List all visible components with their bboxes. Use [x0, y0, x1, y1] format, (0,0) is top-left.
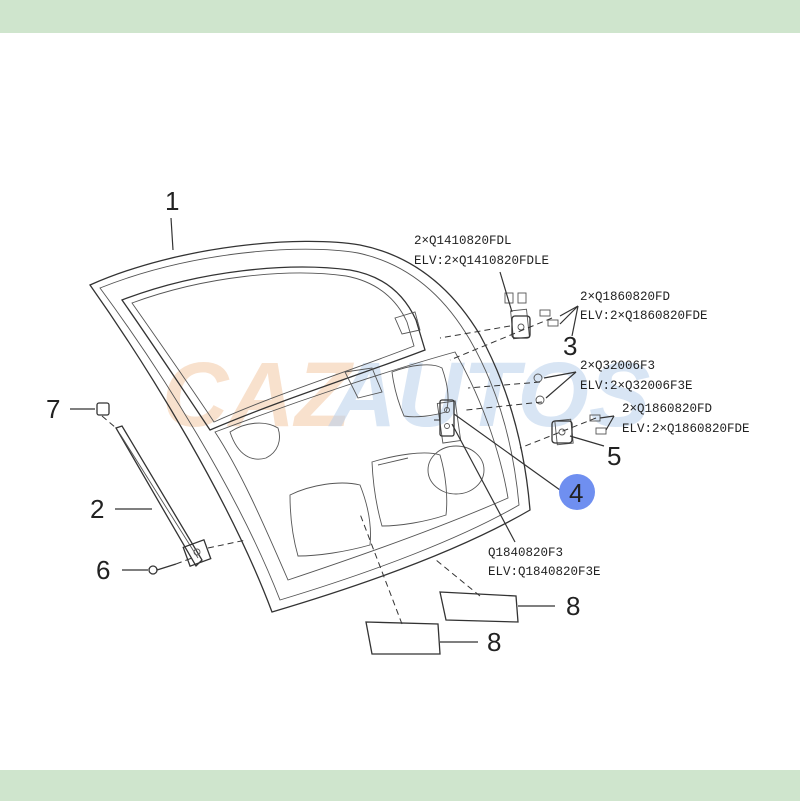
- code-p5-upper-2: ELV:2×Q32006F3E: [580, 379, 693, 393]
- code-p3-right-2: ELV:2×Q1860820FDE: [580, 309, 708, 323]
- code-p5-lower-1: 2×Q1860820FD: [622, 402, 712, 416]
- watermark-caz: CAZ: [162, 344, 355, 446]
- leader-lines: [70, 217, 615, 643]
- hinge-5: [533, 373, 607, 444]
- callout-4: 4: [569, 478, 583, 508]
- side-strip: [115, 425, 212, 568]
- watermark-autos: AUTOS: [328, 344, 650, 446]
- top-band: [0, 0, 800, 33]
- callout-8a: 8: [566, 591, 580, 621]
- callout-7: 7: [46, 394, 60, 424]
- code-p3-upper-1: 2×Q1410820FDL: [414, 234, 512, 248]
- callout-1: 1: [165, 186, 179, 216]
- plug-part: [96, 402, 110, 416]
- door-panel: [89, 240, 574, 613]
- code-p4-2: ELV:Q1840820F3E: [488, 565, 601, 579]
- alignment-lines: [101, 317, 597, 625]
- code-p5-lower-2: ELV:2×Q1860820FDE: [622, 422, 750, 436]
- code-p3-upper-2: ELV:2×Q1410820FDLE: [414, 254, 549, 268]
- bottom-band: [0, 770, 800, 801]
- callout-6: 6: [96, 555, 110, 585]
- code-p4-1: Q1840820F3: [488, 546, 563, 560]
- pad-8b: [365, 621, 441, 655]
- callout-5: 5: [607, 441, 621, 471]
- screw-part: [148, 563, 177, 575]
- callout-3: 3: [563, 331, 577, 361]
- callout-8b: 8: [487, 627, 501, 657]
- code-p5-upper-1: 2×Q32006F3: [580, 359, 655, 373]
- callout-2: 2: [90, 494, 104, 524]
- latch-4: [439, 399, 455, 437]
- code-p3-right-1: 2×Q1860820FD: [580, 290, 670, 304]
- pad-8a: [439, 591, 519, 623]
- highlight-badge: [559, 474, 595, 510]
